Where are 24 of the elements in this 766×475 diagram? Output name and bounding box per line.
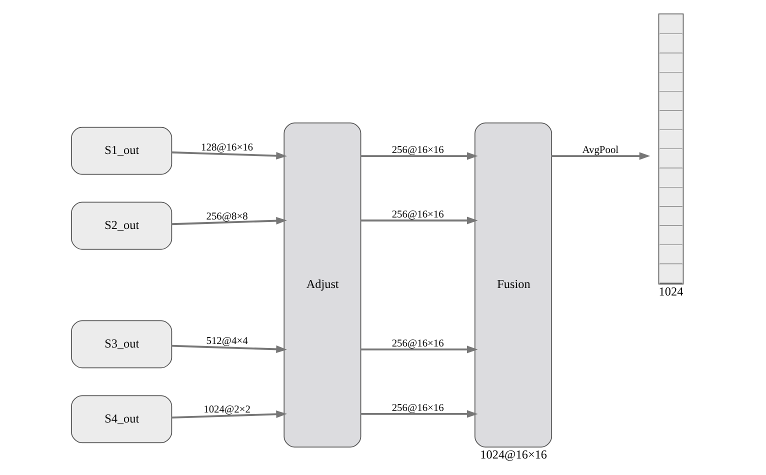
edge-label: 128@16×16: [201, 142, 254, 154]
edge-label: 1024@2×2: [204, 404, 250, 416]
node-box: S2_out: [71, 202, 172, 250]
arrow: [172, 410, 287, 419]
node-box: S3_out: [71, 320, 172, 368]
edge-label: 256@8×8: [206, 211, 248, 222]
edge-label: AvgPool: [582, 145, 619, 156]
arrow: [360, 410, 478, 418]
edge-label: 512@4×4: [206, 336, 248, 347]
arrow: [360, 346, 478, 354]
arrow: [172, 216, 287, 226]
node-box: S4_out: [71, 395, 172, 444]
edge-label: 256@16×16: [392, 338, 444, 350]
arrow: [360, 152, 478, 160]
arrow: [172, 344, 287, 353]
node-label: 1024: [658, 284, 684, 299]
edge-label: 256@16×16: [392, 210, 444, 221]
edge-label: 256@16×16: [392, 402, 444, 414]
arrow: [552, 152, 650, 160]
node-label: 1024@16×16: [480, 448, 548, 462]
edge-label: 256@16×16: [392, 145, 444, 156]
arrow: [172, 151, 287, 160]
arrow: [360, 216, 478, 224]
node-box: S1_out: [71, 126, 172, 175]
